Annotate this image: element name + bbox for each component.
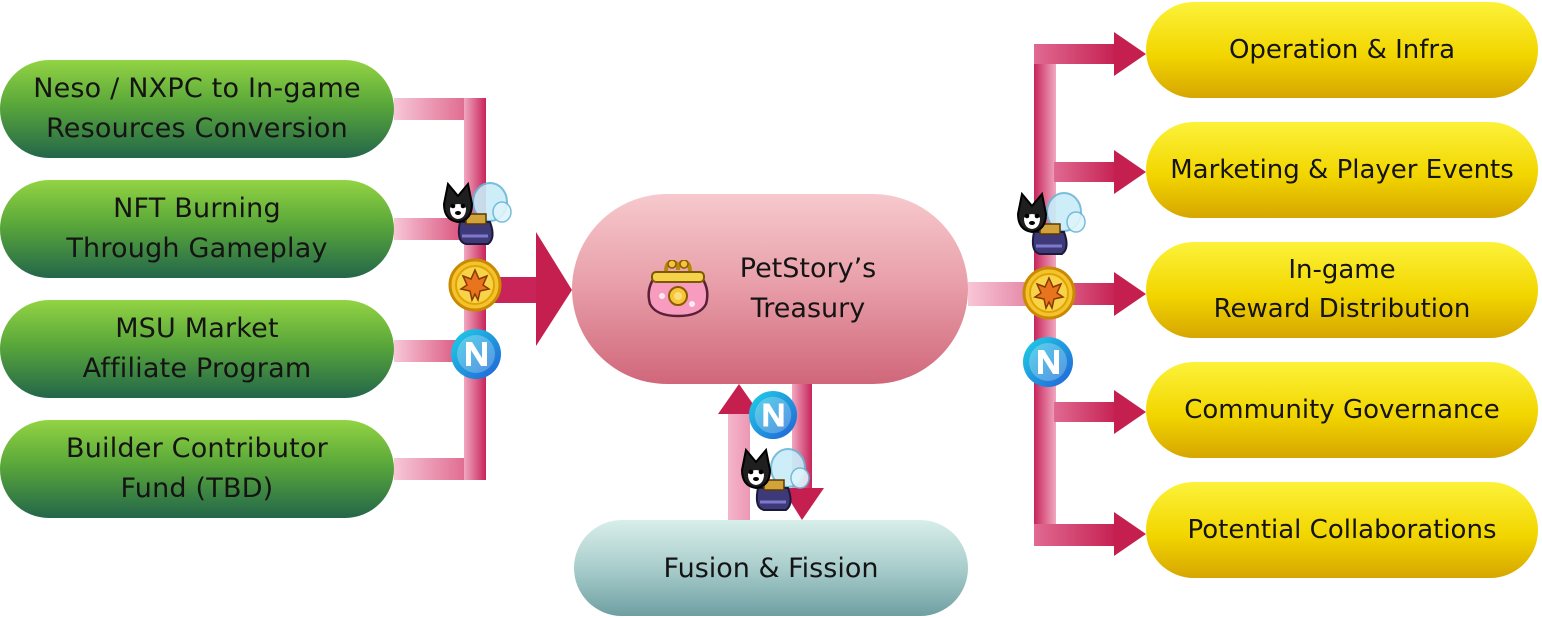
up-arrow-head xyxy=(718,384,760,414)
use-label: Potential Collaborations xyxy=(1187,514,1497,545)
nxpc-token-icon xyxy=(1023,337,1073,387)
use-reward-distribution: In-game Reward Distribution xyxy=(1146,242,1538,338)
nxpc-token-icon xyxy=(748,390,798,440)
source-connector-3 xyxy=(394,340,464,362)
fusion-exchange-arrows xyxy=(718,384,824,520)
use-operation-infra: Operation & Infra xyxy=(1146,2,1538,98)
inflow-arrow-head xyxy=(536,232,572,346)
up-arrow-shaft xyxy=(728,412,750,520)
left-collector xyxy=(394,98,572,480)
source-conversion: Neso / NXPC to In-game Resources Convers… xyxy=(0,60,394,158)
source-connector-2 xyxy=(394,218,464,240)
coin-purse-icon xyxy=(647,260,709,318)
husky-pet-icon xyxy=(442,181,512,245)
use-marketing-events: Marketing & Player Events xyxy=(1146,122,1538,218)
use-label: In-game Reward Distribution xyxy=(1213,255,1471,324)
source-nft-burning: NFT Burning Through Gameplay xyxy=(0,180,394,278)
source-connector-4 xyxy=(394,458,486,480)
source-label: Builder Contributor Fund (TBD) xyxy=(65,433,328,504)
source-connector-1 xyxy=(394,98,486,120)
source-label: NFT Burning Through Gameplay xyxy=(66,193,328,264)
source-builder-fund: Builder Contributor Fund (TBD) xyxy=(0,420,394,518)
treasury-node: PetStory’s Treasury xyxy=(572,194,968,384)
husky-pet-icon xyxy=(1016,191,1086,255)
maple-leaf-coin-icon xyxy=(1022,266,1076,320)
fusion-fission-node: Fusion & Fission xyxy=(574,520,968,616)
treasury-label: PetStory’s Treasury xyxy=(739,253,877,324)
down-arrow-head xyxy=(782,488,824,520)
source-label: Neso / NXPC to In-game Resources Convers… xyxy=(33,73,361,144)
use-label: Marketing & Player Events xyxy=(1170,154,1514,185)
husky-pet-icon xyxy=(740,447,810,511)
source-msu-affiliate: MSU Market Affiliate Program xyxy=(0,300,394,398)
maple-leaf-coin-icon xyxy=(448,258,502,312)
fusion-label: Fusion & Fission xyxy=(663,552,879,584)
nxpc-token-icon xyxy=(451,329,501,379)
use-community-governance: Community Governance xyxy=(1146,362,1538,458)
use-collaborations: Potential Collaborations xyxy=(1146,482,1538,578)
use-label: Community Governance xyxy=(1184,394,1500,425)
source-label: MSU Market Affiliate Program xyxy=(82,313,312,384)
use-label: Operation & Infra xyxy=(1228,34,1456,65)
